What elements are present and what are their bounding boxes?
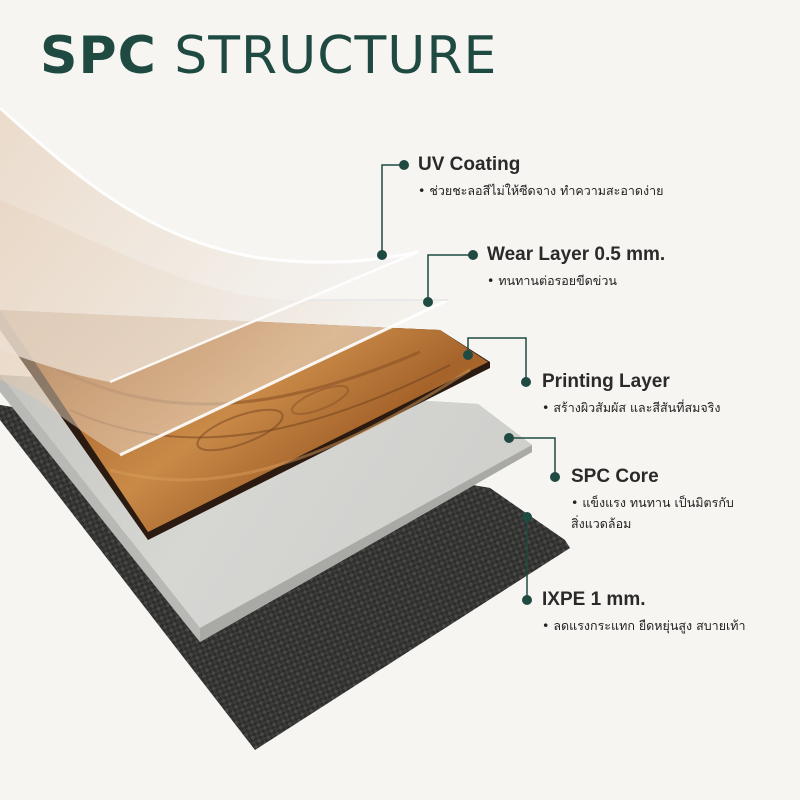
uv-coating-shape bbox=[0, 106, 419, 384]
layer-name: SPC Core bbox=[571, 466, 659, 487]
label-uv-coating: UV Coating •ช่วยชะลอสีไม่ให้ซีดจาง ทำควา… bbox=[418, 153, 663, 200]
layer-name: Wear Layer 0.5 mm. bbox=[487, 244, 666, 265]
spc-core-leader bbox=[504, 433, 560, 482]
label-wear-layer: Wear Layer 0.5 mm. •ทนทานต่อรอยขีดข่วน bbox=[487, 243, 665, 290]
label-spc-core: SPC Core •แข็งแรง ทนทาน เป็นมิตรกับ สิ่ง… bbox=[571, 465, 734, 533]
label-ixpe: IXPE 1 mm. •ลดแรงกระแทก ยืดหยุ่นสูง สบาย… bbox=[542, 588, 746, 635]
layer-name: Printing Layer bbox=[542, 371, 670, 392]
layer-desc: •สร้างผิวสัมผัส และสีสันที่สมจริง bbox=[542, 400, 721, 415]
ixpe-leader bbox=[522, 512, 532, 605]
wear-layer-leader bbox=[423, 250, 478, 307]
printing-layer-leader bbox=[463, 337, 531, 387]
title-bold: SPC bbox=[40, 26, 157, 86]
layer-desc: •แข็งแรง ทนทาน เป็นมิตรกับ bbox=[571, 495, 734, 510]
layer-desc: •ทนทานต่อรอยขีดข่วน bbox=[487, 273, 617, 288]
title-light: STRUCTURE bbox=[174, 26, 498, 86]
layer-desc: •ลดแรงกระแทก ยืดหยุ่นสูง สบายเท้า bbox=[542, 618, 746, 633]
layer-desc: •ช่วยชะลอสีไม่ให้ซีดจาง ทำความสะอาดง่าย bbox=[418, 183, 664, 198]
layer-desc-continued: สิ่งแวดล้อม bbox=[571, 516, 632, 531]
layer-name: UV Coating bbox=[418, 154, 521, 175]
layer-name: IXPE 1 mm. bbox=[542, 589, 646, 610]
uv-coating-leader bbox=[377, 160, 409, 260]
label-printing-layer: Printing Layer •สร้างผิวสัมผัส และสีสันท… bbox=[542, 370, 720, 417]
page-title: SPC STRUCTURE bbox=[40, 30, 497, 82]
